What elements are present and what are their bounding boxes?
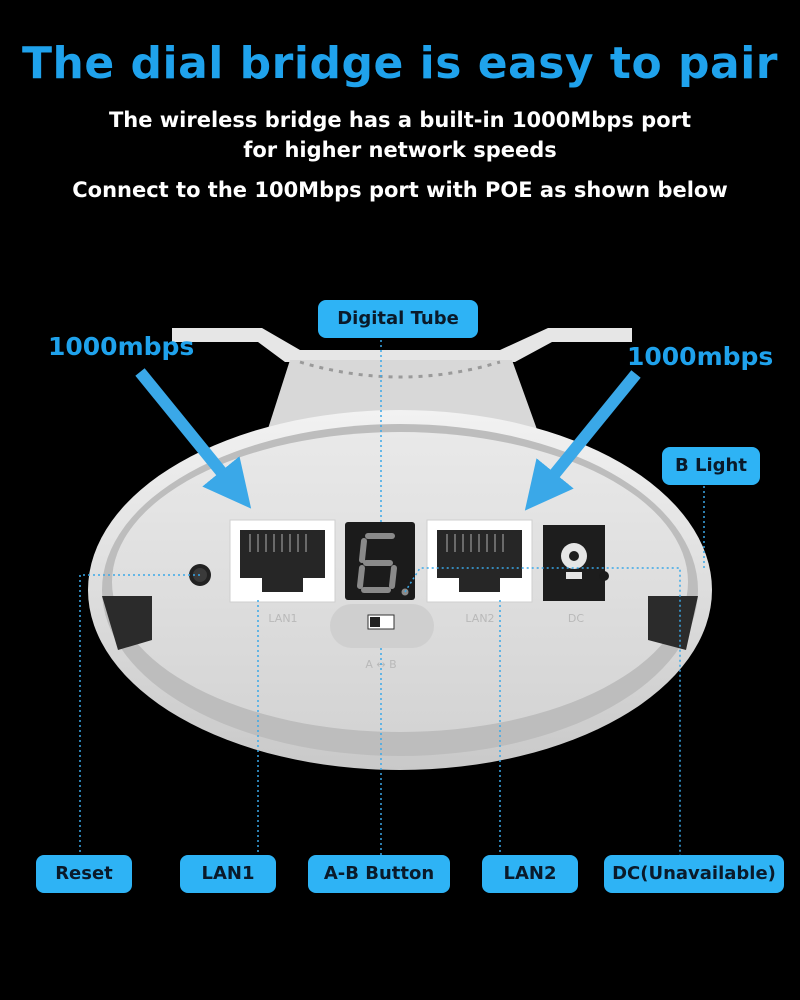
subtitle-line-2: for higher network speeds bbox=[243, 138, 557, 162]
reset-callout: Reset bbox=[36, 855, 132, 893]
digital-tube-display bbox=[345, 522, 415, 600]
dc-device-label: DC bbox=[568, 612, 584, 625]
subtitle-line-3: Connect to the 100Mbps port with POE as … bbox=[72, 178, 728, 202]
subtitle-line-1: The wireless bridge has a built-in 1000M… bbox=[108, 108, 692, 132]
callout-lines bbox=[79, 340, 705, 855]
lan2-device-label: LAN2 bbox=[465, 612, 494, 625]
lan1-device-label: LAN1 bbox=[268, 612, 297, 625]
speed-label-right: 1000mbps bbox=[627, 342, 774, 371]
ab-switch bbox=[330, 604, 434, 648]
lan1-port bbox=[229, 519, 336, 603]
speed-label-left: 1000mbps bbox=[48, 332, 195, 361]
dc-jack bbox=[543, 525, 605, 601]
arrow-right-speed bbox=[524, 370, 641, 511]
lan1-callout: LAN1 bbox=[180, 855, 276, 893]
digital-tube-callout: Digital Tube bbox=[318, 300, 478, 338]
lan2-callout: LAN2 bbox=[482, 855, 578, 893]
dc-callout: DC(Unavailable) bbox=[604, 855, 784, 893]
ab-button-callout: A-B Button bbox=[308, 855, 450, 893]
arrow-left-speed bbox=[135, 368, 252, 509]
b-light-indicator bbox=[599, 571, 609, 581]
page-title: The dial bridge is easy to pair bbox=[22, 38, 778, 89]
lan2-port bbox=[426, 519, 533, 603]
b-light-callout: B Light bbox=[662, 447, 760, 485]
